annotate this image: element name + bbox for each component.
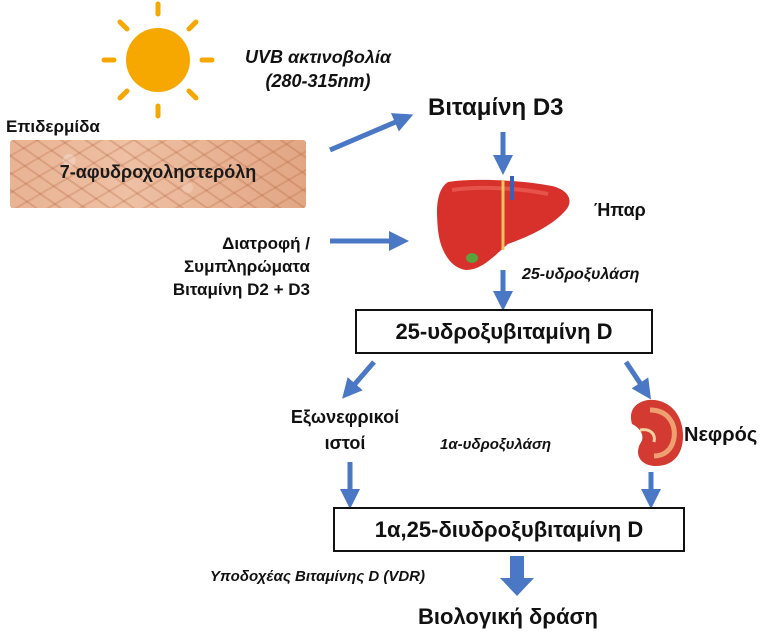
enzyme-1a-label: 1α-υδροξυλάση (440, 436, 552, 453)
diet-line1: Διατροφή / (222, 234, 310, 253)
calcidiol-box: 25-υδροξυβιταμίνη D (355, 309, 653, 354)
calcitriol-box: 1α,25-διυδροξυβιταμίνη D (333, 507, 685, 552)
liver-label: Ήπαρ (594, 200, 646, 220)
uvb-line1: UVB ακτινοβολία (244, 47, 392, 67)
calcidiol-label: 25-υδροξυβιταμίνη D (395, 318, 613, 344)
arrow-calcitriol-to-bio (500, 556, 534, 596)
extrarenal-line1: Εξωνεφρικοί (290, 407, 400, 427)
skin-image: 7-αφυδροχοληστερόλη (10, 140, 306, 208)
liver-icon (437, 176, 570, 270)
kidney-icon (630, 399, 684, 466)
epidermis-label: Επιδερμίδα (6, 117, 100, 136)
arrow-skin-to-d3 (329, 113, 414, 153)
diet-line2: Συμπληρώματα (183, 257, 310, 276)
uvb-line2: (280-315nm) (265, 71, 371, 91)
extrarenal-label: Εξωνεφρικοί ιστοί (270, 404, 420, 456)
enzyme-25-label: 25-υδροξυλάση (522, 266, 640, 283)
vitamin-d3-label: Βιταμίνη D3 (428, 94, 564, 121)
skin-compound-label: 7-αφυδροχοληστερόλη (59, 162, 257, 182)
kidney-label: Νεφρός (684, 424, 758, 446)
vdr-label: Υποδοχέας Βιταμίνης D (VDR) (210, 568, 426, 585)
arrow-calcidiol-to-kidney (623, 360, 651, 400)
diet-label: Διατροφή / Συμπληρώματα Βιταμίνη D2 + D3 (70, 232, 310, 301)
biological-action-label: Βιολογική δράση (418, 604, 598, 629)
diet-line3: Βιταμίνη D2 + D3 (172, 280, 310, 299)
calcitriol-label: 1α,25-διυδροξυβιταμίνη D (374, 516, 644, 542)
sun-icon (101, 1, 215, 119)
extrarenal-line2: ιστοί (324, 433, 366, 453)
arrow-calcidiol-to-extrarenal (342, 360, 376, 399)
uvb-label: UVB ακτινοβολία (280-315nm) (228, 47, 408, 92)
